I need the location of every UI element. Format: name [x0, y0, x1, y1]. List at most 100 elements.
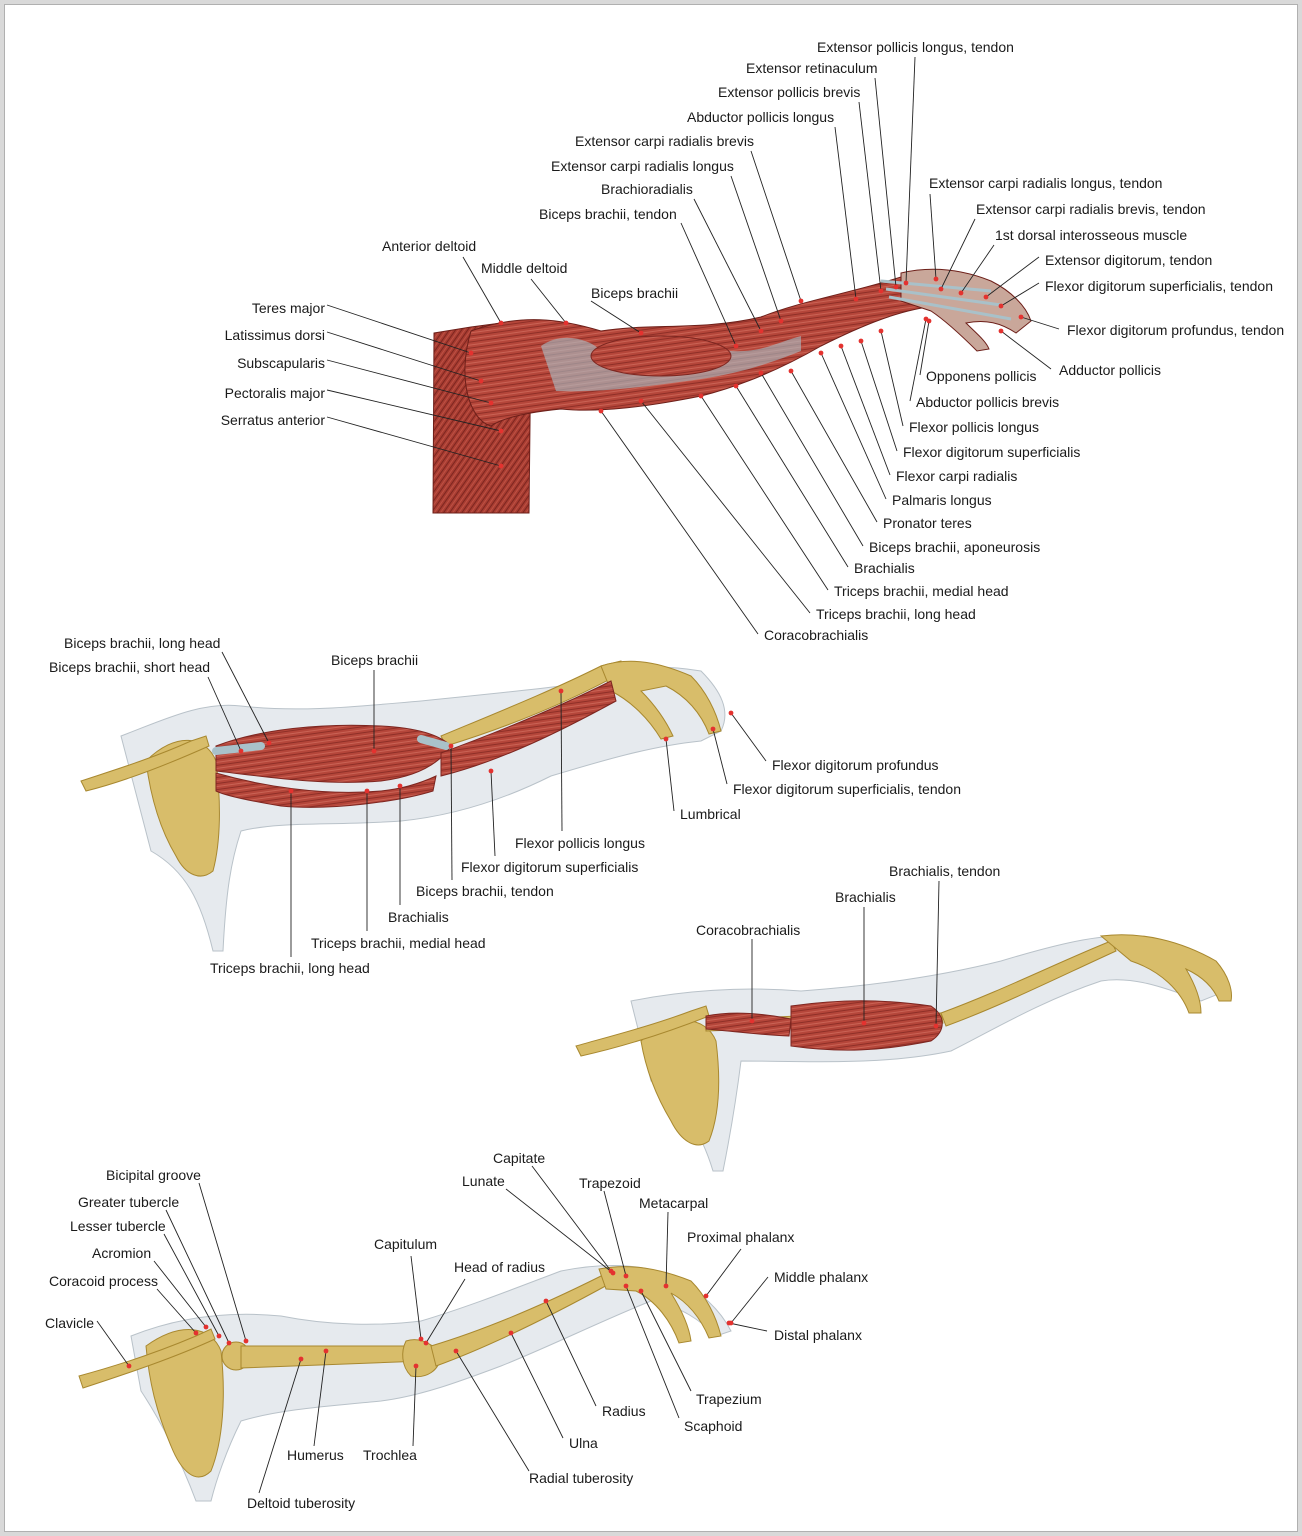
label-flexor-digitorum-superficialis-tendon-fig2: Flexor digitorum superficialis, tendon [733, 781, 961, 797]
marker-dot [418, 1336, 424, 1342]
label-trochlea: Trochlea [363, 1447, 417, 1463]
marker-dot [758, 328, 764, 334]
leader-line [530, 278, 567, 324]
leader-line [603, 1190, 627, 1277]
leader-line [1000, 282, 1040, 307]
marker-dot [861, 1020, 867, 1026]
leader-line [840, 345, 891, 476]
marker-dot [288, 788, 294, 794]
label-clavicle: Clavicle [45, 1315, 95, 1331]
marker-dot [453, 1348, 459, 1354]
label-teres-major: Teres major [251, 300, 325, 316]
label-deltoid-tuberosity: Deltoid tuberosity [247, 1495, 356, 1511]
label-flexor-pollicis-longus-fig2: Flexor pollicis longus [515, 835, 645, 851]
leader-line [705, 1248, 742, 1297]
coracobrachialis-fig3 [705, 1012, 792, 1037]
leader-line [326, 359, 492, 404]
label-extensor-digitorum-tendon: Extensor digitorum, tendon [1045, 252, 1213, 268]
label-flexor-carpi-radialis: Flexor carpi radialis [896, 468, 1018, 484]
marker-dot [638, 330, 644, 336]
leader-line [490, 770, 496, 857]
label-extensor-pollicis-longus-tendon: Extensor pollicis longus, tendon [817, 39, 1014, 55]
label-triceps-long-head-fig1: Triceps brachii, long head [816, 606, 976, 622]
brachialis-fig3 [790, 1000, 943, 1051]
marker-dot [958, 290, 964, 296]
leader-line [1000, 330, 1052, 370]
marker-dot [448, 743, 454, 749]
label-capitulum: Capitulum [374, 1236, 438, 1252]
marker-dot [498, 320, 504, 326]
marker-dot [703, 1293, 709, 1299]
label-triceps-long-head-fig2: Triceps brachii, long head [210, 960, 370, 976]
marker-dot [266, 740, 272, 746]
label-biceps-brachii-aponeurosis: Biceps brachii, aponeurosis [869, 539, 1041, 555]
marker-dot [838, 343, 844, 349]
marker-dot [938, 286, 944, 292]
label-brachialis-fig2: Brachialis [388, 909, 449, 925]
marker-dot [623, 1283, 629, 1289]
marker-dot [749, 1018, 755, 1024]
marker-dot [663, 736, 669, 742]
marker-dot [878, 288, 884, 294]
leader-line [1020, 316, 1060, 330]
leader-line [712, 728, 728, 785]
leader-line [985, 256, 1040, 298]
leader-line [640, 400, 811, 614]
leader-lines [96, 56, 1060, 1494]
leader-line [258, 1358, 302, 1494]
leader-line [919, 320, 930, 376]
leader-line [929, 193, 937, 280]
marker-dot [638, 1288, 644, 1294]
leader-line [165, 1209, 230, 1344]
label-brachialis-tendon: Brachialis, tendon [889, 863, 1001, 879]
marker-dot [878, 328, 884, 334]
leader-line [665, 1211, 669, 1287]
label-acromion: Acromion [92, 1245, 152, 1261]
label-latissimus-dorsi: Latissimus dorsi [224, 327, 325, 343]
label-flexor-digitorum-superficialis-fig1: Flexor digitorum superficialis [903, 444, 1081, 460]
leader-line [545, 1300, 597, 1407]
forearm-fig3 [940, 940, 1117, 1027]
leader-line [858, 101, 882, 292]
hand-bones-fig4 [598, 1266, 722, 1344]
marker-dot [733, 383, 739, 389]
leader-line [680, 222, 737, 347]
leader-line [960, 244, 995, 294]
leader-line [700, 395, 829, 591]
leader-line [207, 676, 242, 752]
marker-dot [371, 748, 377, 754]
label-trapezium: Trapezium [696, 1391, 762, 1407]
leader-line [665, 738, 675, 812]
leader-line [153, 1260, 207, 1328]
scapula-fig3 [640, 1019, 720, 1146]
marker-dot [126, 1363, 132, 1369]
marker-dot [193, 1330, 199, 1336]
marker-dot [238, 748, 244, 754]
leader-line [156, 1288, 197, 1334]
tendon-fig2 [212, 735, 450, 755]
label-brachialis-fig3: Brachialis [835, 889, 896, 905]
leader-line [326, 331, 482, 382]
leader-line [790, 370, 878, 523]
triceps-fig2 [215, 772, 437, 808]
label-greater-tubercle: Greater tubercle [78, 1194, 180, 1210]
label-flexor-digitorum-superficialis-fig2: Flexor digitorum superficialis [461, 859, 639, 875]
label-extensor-carpi-radialis-longus: Extensor carpi radialis longus [551, 158, 734, 174]
label-biceps-long-head: Biceps brachii, long head [64, 635, 221, 651]
label-lumbrical: Lumbrical [680, 806, 741, 822]
marker-dot [498, 428, 504, 434]
leader-line [730, 175, 782, 322]
leader-line [326, 389, 502, 432]
leader-line [221, 651, 270, 744]
marker-dot [498, 463, 504, 469]
marker-dot [893, 284, 899, 290]
biceps-belly [590, 335, 732, 377]
leader-line [163, 1233, 220, 1337]
label-opponens-pollicis: Opponens pollicis [926, 368, 1037, 384]
leader-line [600, 410, 759, 635]
label-metacarpal: Metacarpal [639, 1195, 709, 1211]
leader-line [625, 1285, 680, 1419]
marker-dot [423, 1340, 429, 1346]
label-extensor-carpi-radialis-longus-tendon: Extensor carpi radialis longus, tendon [929, 175, 1163, 191]
leader-line [96, 1320, 130, 1367]
